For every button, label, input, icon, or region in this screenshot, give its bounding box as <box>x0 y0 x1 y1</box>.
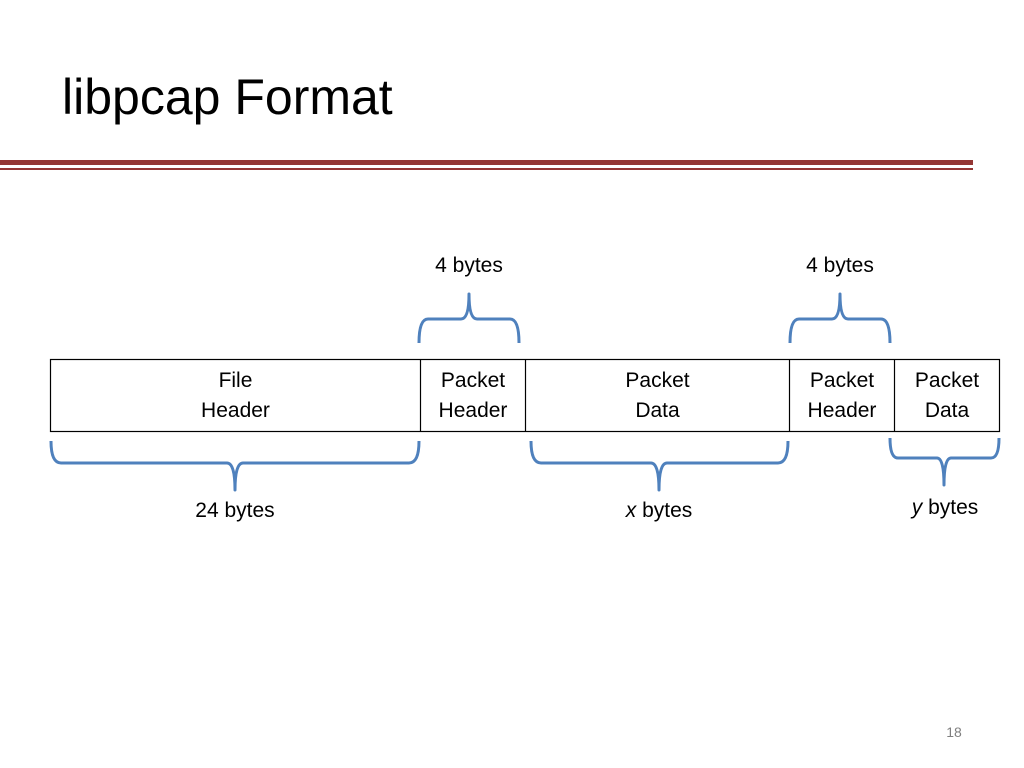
slide-title: libpcap Format <box>62 69 393 125</box>
page-number: 18 <box>946 724 962 740</box>
size-unit: bytes <box>642 499 693 522</box>
title-rule-thin <box>0 168 973 170</box>
segment-label-line2: Header <box>807 398 877 422</box>
segment-label-line1: Packet <box>914 368 980 392</box>
segment-label-line1: File <box>218 368 253 392</box>
brace-bottom-file-header <box>49 440 421 492</box>
brace-bottom-packet-data <box>529 440 790 492</box>
size-label-file-header: 24 bytes <box>195 499 275 522</box>
segment-label-line2: Header <box>201 398 270 422</box>
size-variable-y: y <box>911 496 923 519</box>
segment-label-line1: Packet <box>809 368 875 392</box>
size-label-packet-data: x bytes <box>599 498 719 524</box>
segment-label-line1: Packet <box>625 368 690 392</box>
size-label-packet-data-2: y bytes <box>885 495 1005 521</box>
size-label-top-packet-header-2: 4 bytes <box>806 254 874 277</box>
title-rule-thick <box>0 160 973 165</box>
segment-label-line2: Data <box>635 398 680 422</box>
brace-top-packet-header-2 <box>788 292 892 344</box>
brace-top-packet-header <box>417 292 521 344</box>
segment-label-line2: Header <box>438 398 508 422</box>
size-label-top-packet-header: 4 bytes <box>435 254 503 277</box>
size-unit: bytes <box>928 496 979 519</box>
size-variable-x: x <box>625 499 637 522</box>
segment-label-line1: Packet <box>440 368 506 392</box>
brace-bottom-packet-data-2 <box>888 437 1001 487</box>
segment-label-line2: Data <box>924 398 970 422</box>
